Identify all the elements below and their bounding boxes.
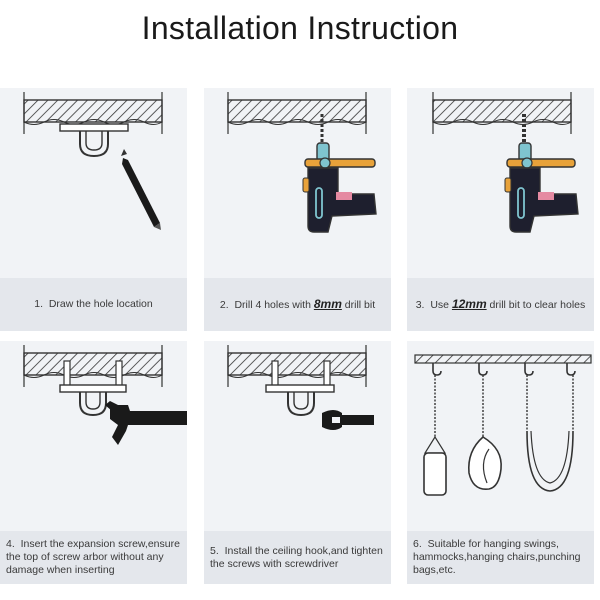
step-card-1: 1. Draw the hole location <box>0 88 187 331</box>
step-6-illustration <box>414 354 592 496</box>
drill-size-8mm: 8mm <box>313 296 342 311</box>
step-3-caption: 3. Use 12mm drill bit to clear holes <box>407 278 594 331</box>
step-5-caption: 5. Install the ceiling hook,and tighten … <box>204 531 391 584</box>
step-card-3: 3. Use 12mm drill bit to clear holes <box>407 88 594 331</box>
step-number: 4. <box>6 538 15 550</box>
step-3-illustration <box>432 92 579 233</box>
step-text: Draw the hole location <box>48 298 153 310</box>
step-1-illustration <box>23 92 163 230</box>
ceiling-slab <box>432 92 572 134</box>
ceiling-beam <box>414 354 592 364</box>
ceiling-hook-icon <box>265 384 335 417</box>
step-2-illustration <box>227 92 377 233</box>
step-text: Insert the expansion screw,ensure the to… <box>6 538 180 576</box>
drill-size-12mm: 12mm <box>451 296 487 311</box>
ceiling-hook-icon <box>59 123 129 158</box>
step-4-caption: 4. Insert the expansion screw,ensure the… <box>0 531 187 584</box>
step-card-2: 2. Drill 4 holes with 8mm drill bit <box>204 88 391 331</box>
step-card-5: 5. Install the ceiling hook,and tighten … <box>204 341 391 584</box>
hooks <box>432 363 576 376</box>
hammer-icon <box>105 401 187 445</box>
drill-icon <box>504 114 579 233</box>
hanging-chair-icon <box>467 375 502 490</box>
step-number: 6. <box>413 538 422 550</box>
step-text: Suitable for hanging swings, hammocks,ha… <box>413 538 581 576</box>
step-4-illustration <box>23 345 187 445</box>
wrench-icon <box>322 410 374 430</box>
step-text-post: drill bit to clear holes <box>489 298 586 311</box>
step-text-post: drill bit <box>344 298 376 311</box>
punching-bag-icon <box>423 375 447 496</box>
step-number: 2. <box>219 298 229 311</box>
step-text-pre: Use <box>430 298 450 311</box>
step-card-6: 6. Suitable for hanging swings, hammocks… <box>407 341 594 584</box>
drill-icon <box>302 114 377 233</box>
pencil-icon <box>121 149 161 230</box>
ceiling-slab <box>23 92 163 134</box>
ceiling-slab <box>227 92 367 134</box>
step-text-pre: Drill 4 holes with <box>234 298 311 311</box>
step-number: 1. <box>34 298 43 310</box>
step-2-caption: 2. Drill 4 holes with 8mm drill bit <box>204 278 391 331</box>
step-number: 5. <box>210 544 219 557</box>
page-title: Installation Instruction <box>141 10 459 46</box>
step-1-caption: 1. Draw the hole location <box>0 278 187 331</box>
ceiling-slab <box>227 345 367 387</box>
swing-icon <box>526 375 574 492</box>
step-text: Install the ceiling hook,and tighten the… <box>210 544 383 570</box>
step-card-4: 4. Insert the expansion screw,ensure the… <box>0 341 187 584</box>
step-5-illustration <box>227 345 374 430</box>
ceiling-hook-icon <box>59 384 127 417</box>
step-6-caption: 6. Suitable for hanging swings, hammocks… <box>407 531 594 584</box>
step-number: 3. <box>415 298 425 311</box>
ceiling-slab <box>23 345 163 387</box>
